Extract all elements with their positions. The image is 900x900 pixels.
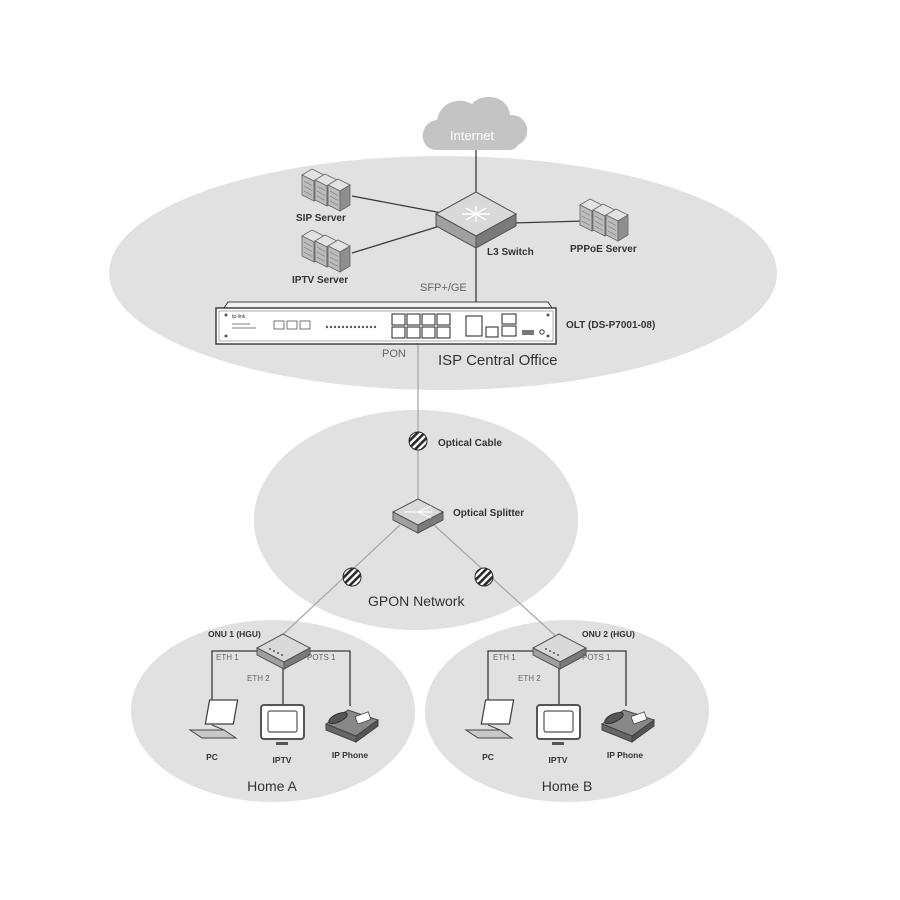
home-a-eth2-label: ETH 2 — [247, 674, 270, 683]
onu-1-label: ONU 1 (HGU) — [208, 629, 261, 639]
home-a-title: Home A — [247, 778, 297, 794]
home-b-pc-label: PC — [482, 752, 494, 762]
home-a-pc-label: PC — [206, 752, 218, 762]
home-b-ip-phone-label: IP Phone — [607, 750, 643, 760]
home-a-ip-phone-label: IP Phone — [332, 750, 368, 760]
internet-cloud-icon — [422, 96, 528, 150]
sip-server-label: SIP Server — [296, 213, 346, 224]
olt-label: OLT (DS-P7001-08) — [566, 320, 655, 331]
optical-splitter-icon — [391, 498, 445, 534]
sfp-ge-label: SFP+/GE — [420, 282, 467, 294]
pon-label: PON — [382, 348, 406, 360]
gpon-network-label: GPON Network — [368, 593, 465, 609]
home-b-title: Home B — [542, 778, 593, 794]
olt-device-icon — [215, 301, 557, 345]
home-a-iptv-label: IPTV — [273, 755, 292, 765]
connection-lines — [211, 150, 627, 706]
home-b-iptv-icon — [536, 704, 581, 745]
l3-switch-label: L3 Switch — [487, 247, 534, 258]
fiber-lines — [276, 343, 561, 641]
home-b-pots1-label: POTS 1 — [582, 653, 611, 662]
home-b-ip-phone-icon — [600, 709, 656, 743]
optical-cable-left-icon — [342, 567, 362, 587]
home-a-pc-icon — [188, 699, 239, 739]
home-a-eth1-label: ETH 1 — [216, 653, 239, 662]
home-b-iptv-label: IPTV — [549, 755, 568, 765]
home-b-pc-icon — [464, 699, 515, 739]
internet-label: Internet — [450, 128, 494, 143]
optical-splitter-label: Optical Splitter — [453, 508, 524, 519]
home-b-eth2-label: ETH 2 — [518, 674, 541, 683]
optical-cable-icon — [408, 431, 428, 451]
pppoe-server-label: PPPoE Server — [570, 244, 637, 255]
optical-cable-right-icon — [474, 567, 494, 587]
home-a-pots1-label: POTS 1 — [307, 653, 336, 662]
onu-1-icon — [255, 633, 312, 670]
home-b-eth1-label: ETH 1 — [493, 653, 516, 662]
onu-2-label: ONU 2 (HGU) — [582, 629, 635, 639]
home-a-ip-phone-icon — [324, 709, 380, 743]
home-a-iptv-icon — [260, 704, 305, 745]
onu-2-icon — [531, 633, 588, 670]
optical-cable-label: Optical Cable — [438, 438, 502, 449]
isp-central-office-label: ISP Central Office — [438, 352, 558, 369]
iptv-server-label: IPTV Server — [292, 275, 348, 286]
l3-switch-icon — [434, 191, 518, 249]
olt-brand-label: tp-link — [232, 314, 246, 320]
